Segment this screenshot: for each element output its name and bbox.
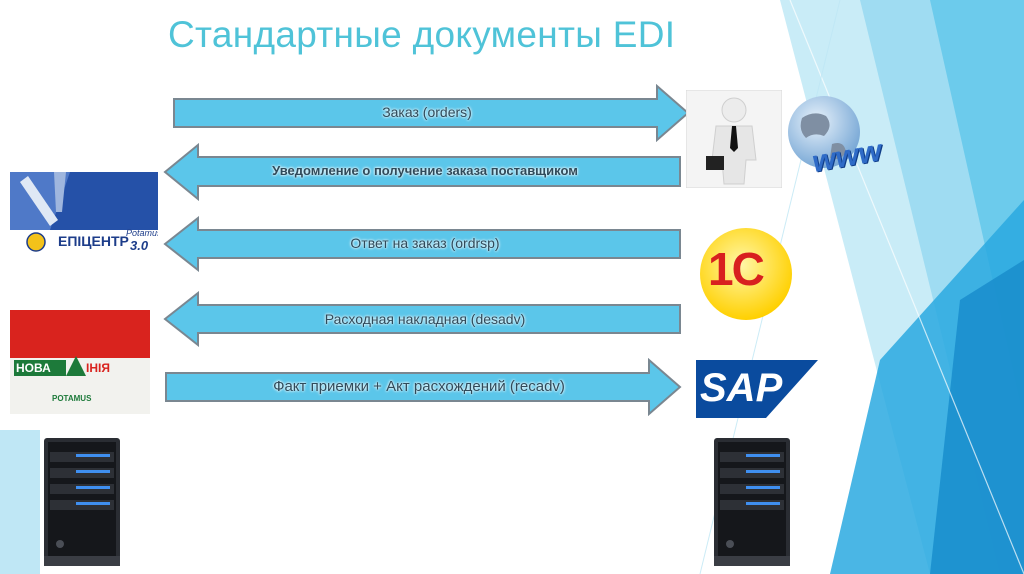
novalinia-brand-left: НОВА xyxy=(16,361,51,375)
flow-label-order-notification: Уведомление о получение заказа поставщик… xyxy=(272,163,578,178)
sap-logo: SAP xyxy=(696,360,834,418)
sap-text: SAP xyxy=(700,366,783,410)
epicentr-brand: ЕПІЦЕНТР xyxy=(58,233,129,249)
novalinia-graphic xyxy=(10,310,150,414)
server-right-image xyxy=(714,438,790,566)
globe-www-image xyxy=(788,96,860,168)
flow-arrow-ordrsp xyxy=(163,216,681,272)
flow-arrow-desadv xyxy=(163,291,681,347)
flow-label-desadv: Расходная накладная (desadv) xyxy=(324,311,526,327)
slide-title: Стандартные документы EDI xyxy=(168,14,676,55)
novalinia-product: POTAMUS xyxy=(52,394,92,403)
server-left-image xyxy=(44,438,120,566)
onec-logo-image xyxy=(700,228,792,320)
epicentr-version: 3.0 xyxy=(130,238,149,253)
epicentr-logo: ЕПІЦЕНТР Potamus 3.0 xyxy=(10,172,158,258)
epicentr-graphic xyxy=(10,172,158,258)
novalinia-logo: НОВА ІНІЯ POTAMUS xyxy=(10,310,150,414)
flow-arrow-orders xyxy=(173,84,690,142)
novalinia-brand-right: ІНІЯ xyxy=(86,361,110,375)
epicentr-product: Potamus xyxy=(126,228,158,238)
flow-label-orders: Заказ (orders) xyxy=(382,104,472,120)
flow-arrow-recadv xyxy=(165,358,682,416)
flow-arrow-order-notification xyxy=(163,143,681,201)
flow-label-recadv: Факт приемки + Акт расхождений (recadv) xyxy=(273,378,565,395)
businessman-image xyxy=(686,90,782,188)
sap-shape xyxy=(696,360,818,418)
onec-text: 1С xyxy=(708,243,765,295)
flow-label-ordrsp: Ответ на заказ (ordrsp) xyxy=(350,235,500,251)
